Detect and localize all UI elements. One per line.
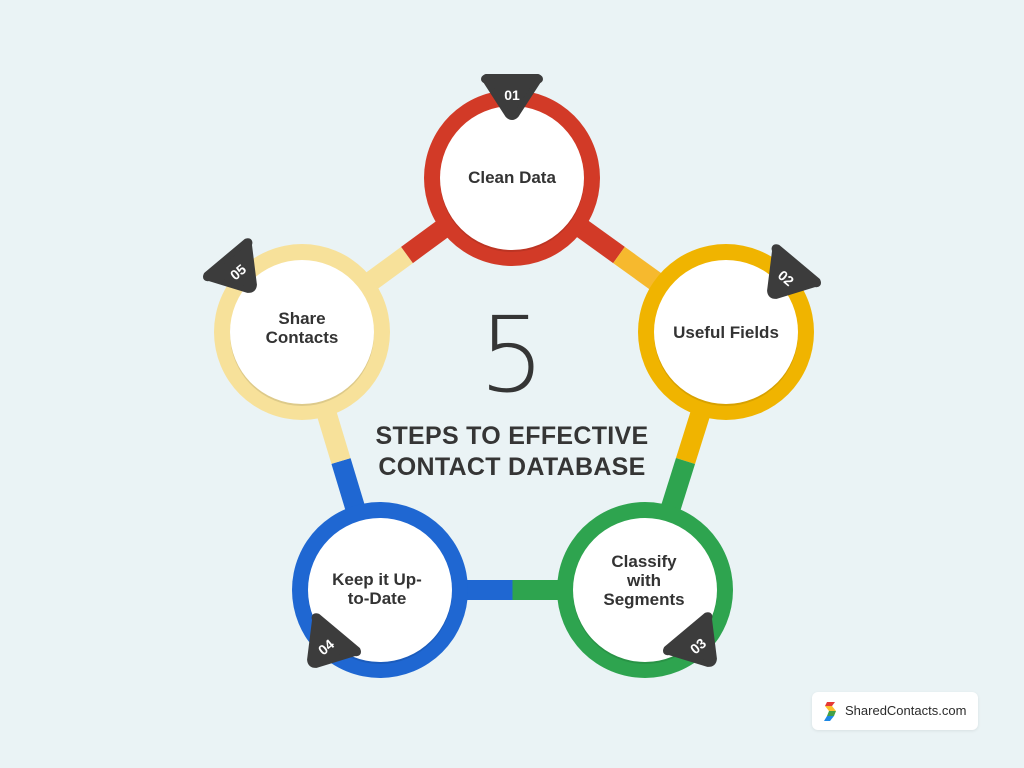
- rings: [214, 90, 814, 678]
- step-label-04: Keep it Up-to-Date: [332, 570, 422, 608]
- badge-shape: [481, 74, 543, 120]
- step-badge-04: [307, 613, 361, 668]
- step-circle-03: [573, 518, 717, 662]
- step-badge-03: [663, 612, 717, 667]
- badge-shape: [203, 238, 257, 293]
- step-badge-02: [767, 244, 821, 299]
- step-circle-05: [230, 260, 374, 404]
- center-number: 5: [478, 294, 546, 416]
- brand-name: SharedContacts.com: [845, 703, 967, 718]
- step-circle-04: [308, 518, 452, 662]
- subtitle-line-2: CONTACT DATABASE: [378, 453, 646, 481]
- badges: [203, 74, 821, 668]
- center-subtitle: STEPS TO EFFECTIVE CONTACT DATABASE: [312, 421, 712, 483]
- shared-contacts-logo-icon: [824, 702, 836, 721]
- step-circle-01: [440, 106, 584, 250]
- step-number-01: 01: [504, 87, 520, 103]
- badge-shape: [767, 244, 821, 299]
- step-label-05: Share Contacts: [265, 309, 339, 347]
- brand-logo: SharedContacts.com: [812, 692, 978, 730]
- step-circle-02: [654, 260, 798, 404]
- step-badge-01: [481, 74, 543, 120]
- badge-shape: [663, 612, 717, 667]
- step-badge-05: [203, 238, 257, 293]
- step-label-01: Clean Data: [468, 168, 556, 187]
- step-label-03: Classify with Segments: [603, 552, 685, 609]
- subtitle-line-1: STEPS TO EFFECTIVE: [375, 422, 649, 450]
- badge-shape: [307, 613, 361, 668]
- step-label-02: Useful Fields: [673, 323, 779, 342]
